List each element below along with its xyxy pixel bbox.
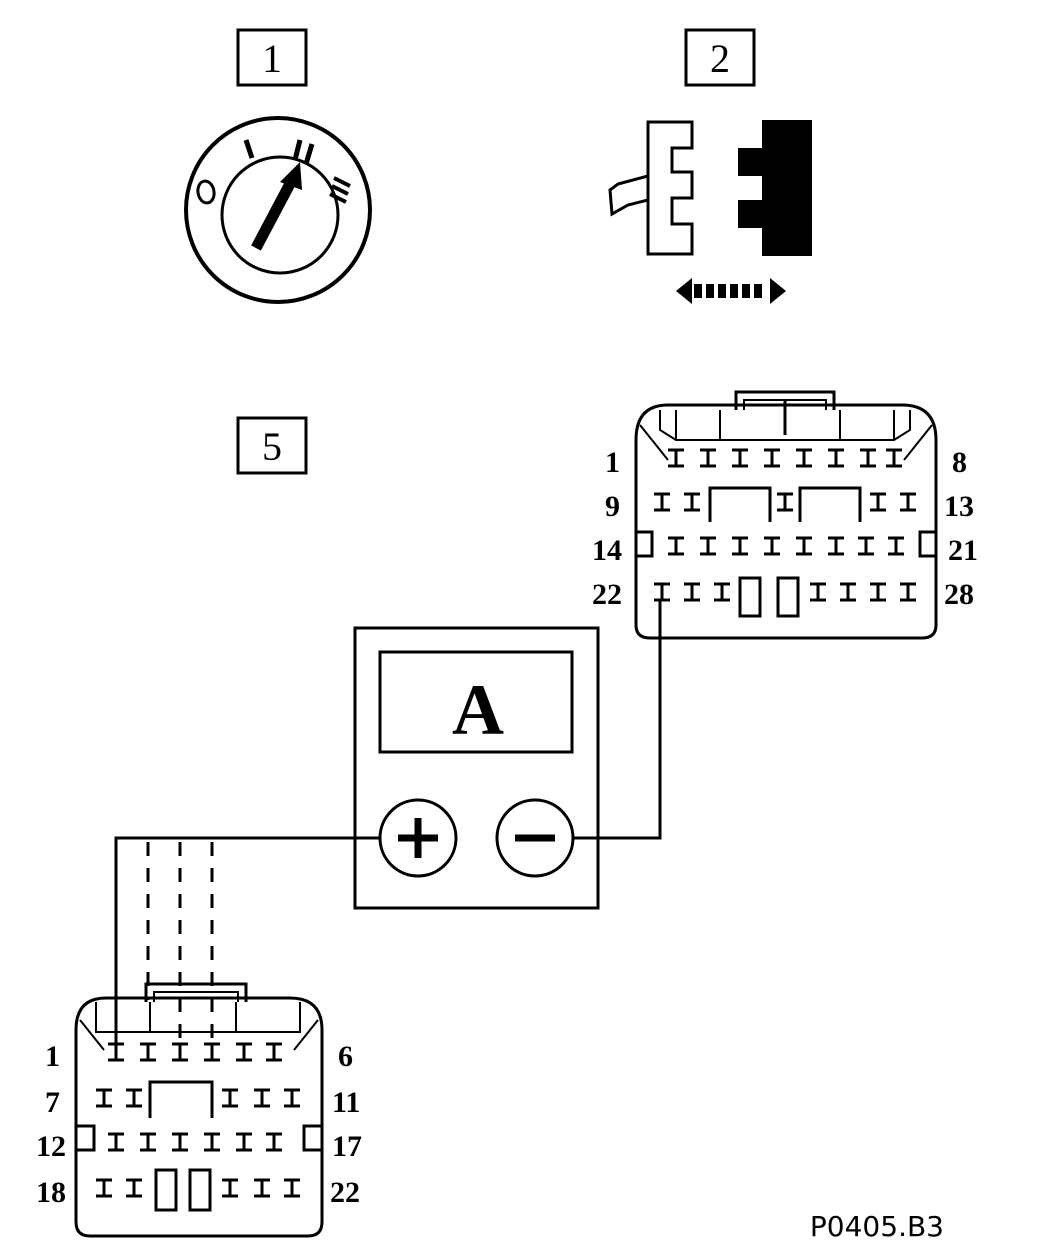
upper-row4-right: 28	[944, 578, 974, 611]
ammeter-minus-terminal	[495, 798, 575, 878]
callout-5: 5	[236, 416, 308, 475]
figure-reference: P0405.B3	[810, 1210, 944, 1243]
upper-connector-row-labels: 1 9 14 22 8 13 21 28	[592, 446, 978, 611]
test-leads	[114, 600, 662, 1044]
ammeter: A	[353, 626, 600, 910]
upper-row2-left: 9	[605, 490, 620, 523]
lower-row1-right: 6	[338, 1040, 353, 1073]
callout-5-label: 5	[262, 424, 282, 469]
ammeter-plus-terminal	[378, 798, 458, 878]
upper-row1-right: 8	[952, 446, 967, 479]
callout-2-label: 2	[710, 36, 730, 81]
connector-disconnect-icon	[608, 120, 812, 304]
lower-row4-left: 18	[36, 1176, 66, 1209]
upper-connector: 1 9 14 22 8 13 21 28	[592, 390, 978, 640]
ammeter-display	[378, 650, 574, 754]
upper-row4-left: 22	[592, 578, 622, 611]
lower-row1-left: 1	[45, 1040, 60, 1073]
lower-row2-left: 7	[45, 1086, 60, 1119]
ignition-switch-icon	[184, 116, 372, 304]
callout-2: 2	[684, 28, 756, 87]
upper-row3-left: 14	[592, 534, 622, 567]
callout-1: 1	[236, 28, 308, 87]
lower-row3-left: 12	[36, 1130, 66, 1163]
upper-row1-left: 1	[605, 446, 620, 479]
upper-row3-right: 21	[948, 534, 978, 567]
callout-1-label: 1	[262, 36, 282, 81]
lower-row3-right: 17	[332, 1130, 362, 1163]
lower-connector: 1 7 12 18 6 11 17 22	[36, 982, 362, 1238]
lower-row4-right: 22	[330, 1176, 360, 1209]
lower-connector-row-labels: 1 7 12 18 6 11 17 22	[36, 1040, 362, 1209]
ignition-position-marks	[196, 139, 351, 205]
upper-row2-right: 13	[944, 490, 974, 523]
lower-connector-pins	[94, 1042, 302, 1198]
ammeter-symbol: A	[452, 670, 504, 750]
lower-row2-right: 11	[332, 1086, 360, 1119]
